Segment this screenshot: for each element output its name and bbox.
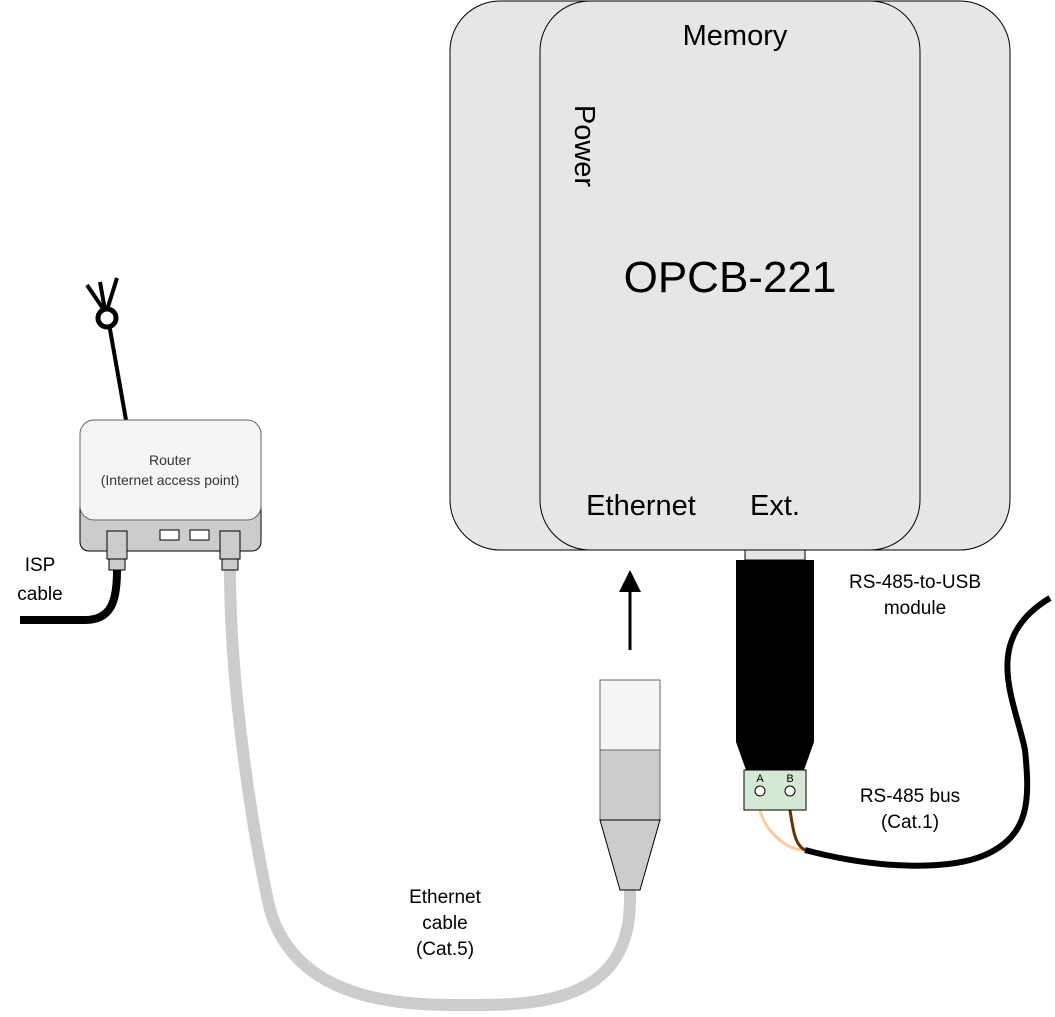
device-name: OPCB-221	[624, 253, 837, 302]
terminal-block	[743, 769, 807, 811]
memory-label: Memory	[683, 20, 788, 52]
ethernet-cable-label-line3: (Cat.5)	[416, 939, 474, 960]
router-label-line2: (Internet access point)	[101, 472, 240, 488]
antenna-icon	[85, 277, 128, 421]
router: Router (Internet access point)	[79, 419, 262, 571]
rs485-usb-module: A B	[736, 549, 814, 852]
opcb-device: Memory Power OPCB-221 Ethernet Ext.	[449, 0, 1011, 551]
ethernet-cable-label-line1: Ethernet	[409, 887, 482, 908]
usb-connector	[744, 549, 806, 561]
wire-a	[758, 809, 806, 852]
rs485-bus-cable	[804, 595, 1052, 869]
router-wan-plug	[108, 558, 126, 571]
ethernet-cable-label-line2: cable	[422, 913, 467, 934]
router-top	[79, 419, 262, 521]
terminal-a-screw	[754, 785, 766, 797]
ethernet-plug-tip	[599, 679, 661, 751]
device-inner-panel	[539, 0, 921, 551]
wire-b	[788, 809, 806, 852]
router-indicator-2	[189, 529, 210, 541]
router-wan-port	[106, 530, 128, 560]
rs485-bus-label-line1: RS-485 bus	[860, 786, 960, 807]
usb-module-label-line2: module	[884, 598, 946, 619]
rs485-bus-label-line2: (Cat.1)	[881, 812, 939, 833]
router-label-line1: Router	[149, 452, 191, 468]
router-lan-port	[219, 530, 241, 560]
ext-port-label: Ext.	[750, 490, 800, 522]
isp-cable-label-line2: cable	[17, 584, 62, 605]
ethernet-plug-body	[599, 749, 661, 821]
usb-module-label-line1: RS-485-to-USB	[849, 572, 981, 593]
ethernet-cable	[224, 569, 636, 1012]
arrow-up-icon	[619, 570, 641, 650]
terminal-a-label: A	[756, 773, 764, 785]
power-label: Power	[568, 105, 600, 188]
isp-cable-label-line1: ISP	[25, 555, 56, 576]
ethernet-plug-boot	[599, 819, 661, 891]
ethernet-port-label: Ethernet	[586, 490, 696, 522]
terminal-b-screw	[784, 785, 796, 797]
terminal-b-label: B	[786, 773, 793, 785]
ethernet-plug	[599, 679, 661, 891]
router-indicator-1	[159, 529, 180, 541]
router-lan-plug	[221, 558, 239, 571]
usb-module-body	[736, 560, 814, 770]
isp-cable	[20, 569, 121, 624]
